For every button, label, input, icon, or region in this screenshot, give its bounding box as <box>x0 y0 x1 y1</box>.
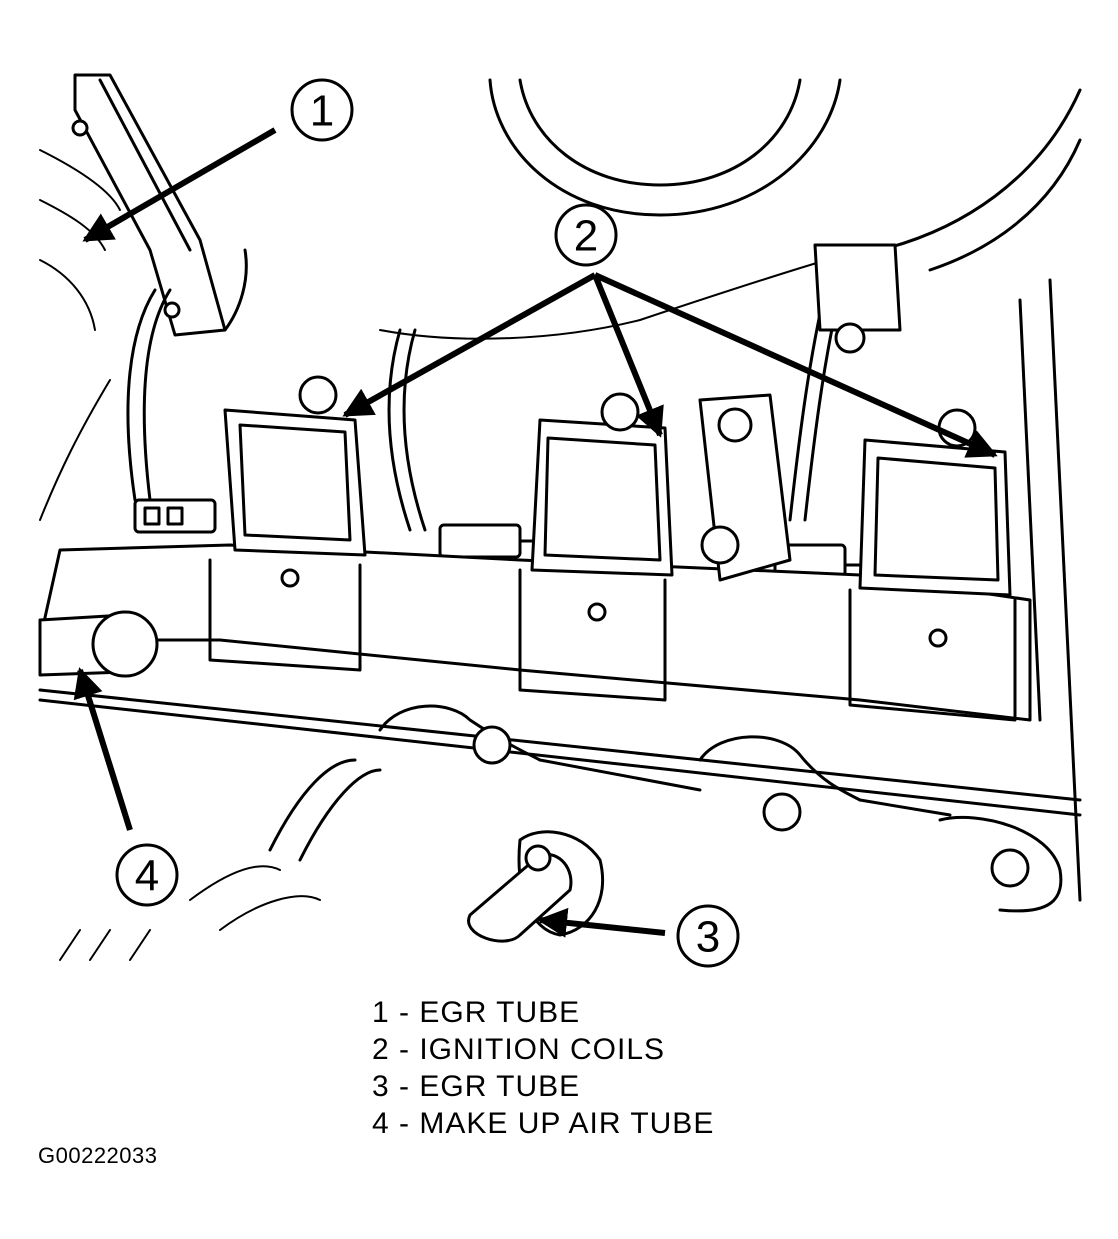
center-bracket <box>698 243 902 582</box>
legend-item: 2 - IGNITION COILS <box>372 1033 666 1066</box>
svg-text:2: 2 <box>574 212 598 261</box>
legend-item: 4 - MAKE UP AIR TUBE <box>372 1107 715 1140</box>
engine-housing <box>39 78 1082 902</box>
ignition-coil-2 <box>530 392 674 622</box>
arrow-egr-tube-upper <box>82 127 277 243</box>
engine-line-drawing: 1 2 3 4 <box>38 73 1082 968</box>
svg-text:4: 4 <box>135 852 159 901</box>
callout-1: 1 <box>290 78 354 142</box>
svg-text:1: 1 <box>310 87 334 136</box>
callout-3: 3 <box>676 904 740 968</box>
arrow-egr-tube-lower <box>537 907 666 938</box>
ignition-coil-3 <box>858 408 1012 648</box>
coil-rail <box>38 543 1082 817</box>
wiring-harness <box>126 268 862 587</box>
callout-2: 2 <box>554 203 618 267</box>
ignition-coil-1 <box>223 375 367 588</box>
arrow-coil-1 <box>342 272 597 418</box>
legend: 1 - EGR TUBE 2 - IGNITION COILS 3 - EGR … <box>372 994 714 1142</box>
callout-4: 4 <box>115 843 179 907</box>
svg-text:3: 3 <box>696 913 720 962</box>
arrow-make-up-air-tube <box>73 667 133 831</box>
arrow-coil-3 <box>593 272 998 458</box>
arrow-coil-2 <box>592 273 664 438</box>
legend-item: 1 - EGR TUBE <box>372 996 581 1029</box>
make-up-air-tube <box>38 610 159 678</box>
legend-item: 3 - EGR TUBE <box>372 1070 581 1103</box>
egr-tube-upper <box>71 73 248 337</box>
leader-arrows <box>73 127 998 938</box>
lower-manifold <box>378 704 1063 913</box>
figure-id: G00222033 <box>38 1143 158 1168</box>
